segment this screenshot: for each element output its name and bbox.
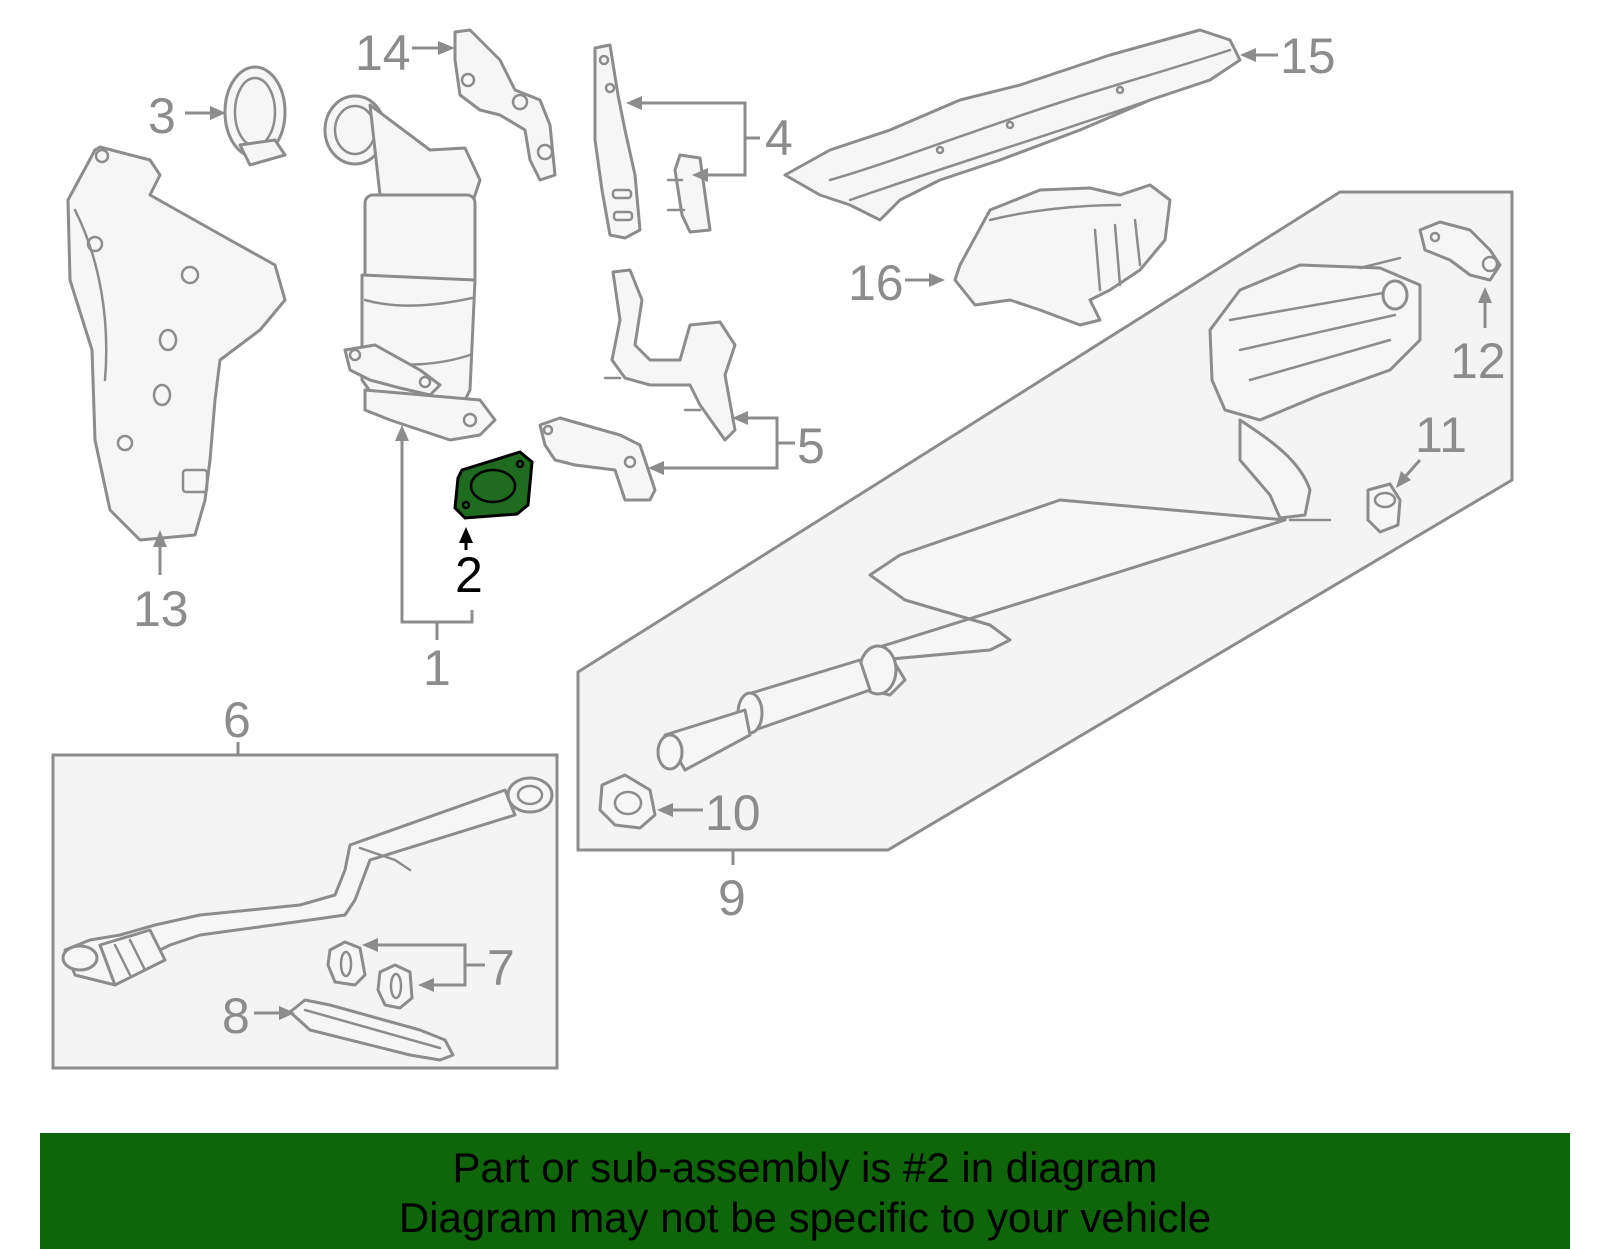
callout-9: 9 bbox=[718, 850, 746, 926]
callout-12: 12 bbox=[1450, 287, 1506, 389]
part-6-front-pipe bbox=[61, 776, 554, 987]
svg-text:5: 5 bbox=[797, 418, 825, 474]
svg-text:2: 2 bbox=[455, 547, 483, 603]
svg-text:6: 6 bbox=[223, 692, 251, 748]
banner-line-disclaimer: Diagram may not be specific to your vehi… bbox=[398, 1194, 1212, 1241]
info-banner: Part or sub-assembly is #2 in diagram Di… bbox=[40, 1133, 1570, 1249]
part-13-heat-shield bbox=[66, 145, 287, 542]
part-15-heat-shield bbox=[783, 28, 1242, 222]
svg-text:9: 9 bbox=[718, 870, 746, 926]
callout-2: 2 bbox=[455, 527, 483, 603]
part-4-brackets bbox=[593, 43, 712, 240]
part-8-heat-shield bbox=[288, 998, 455, 1062]
callout-5: 5 bbox=[648, 411, 825, 475]
part-5-brackets bbox=[538, 268, 737, 502]
part-1-catalytic-converter bbox=[323, 94, 497, 442]
svg-text:11: 11 bbox=[1415, 407, 1467, 463]
svg-text:1: 1 bbox=[423, 640, 451, 696]
callout-8: 8 bbox=[222, 988, 295, 1044]
svg-text:8: 8 bbox=[222, 988, 250, 1044]
part-2-gasket-highlighted bbox=[453, 450, 534, 520]
svg-text:4: 4 bbox=[765, 110, 793, 166]
callout-7: 7 bbox=[362, 938, 515, 996]
svg-text:7: 7 bbox=[487, 940, 515, 996]
svg-text:14: 14 bbox=[355, 25, 411, 81]
banner-line-part-number: Part or sub-assembly is #2 in diagram bbox=[452, 1144, 1158, 1191]
part-10-gasket bbox=[598, 773, 657, 830]
callout-11: 11 bbox=[1396, 407, 1467, 488]
callout-1: 1 bbox=[395, 425, 474, 696]
part-14-bracket bbox=[453, 28, 557, 182]
svg-text:10: 10 bbox=[705, 785, 761, 841]
callout-3: 3 bbox=[148, 88, 226, 144]
svg-text:13: 13 bbox=[133, 581, 189, 637]
svg-text:15: 15 bbox=[1280, 28, 1336, 84]
part-16-heat-shield bbox=[953, 183, 1172, 327]
callout-16: 16 bbox=[848, 255, 945, 311]
part-11-insulator bbox=[1366, 482, 1402, 534]
callout-14: 14 bbox=[355, 25, 455, 81]
svg-text:12: 12 bbox=[1450, 333, 1506, 389]
callout-4: 4 bbox=[626, 96, 793, 182]
callout-6: 6 bbox=[223, 692, 251, 755]
part-9-muffler-assembly bbox=[656, 256, 1422, 772]
part-3-clamp bbox=[223, 65, 287, 167]
part-12-hanger-bracket bbox=[1418, 220, 1502, 282]
svg-text:3: 3 bbox=[148, 88, 176, 144]
callout-15: 15 bbox=[1240, 28, 1336, 84]
callout-13: 13 bbox=[133, 530, 189, 637]
part-7-hangers bbox=[326, 940, 414, 1010]
callout-10: 10 bbox=[657, 785, 761, 841]
svg-text:16: 16 bbox=[848, 255, 904, 311]
